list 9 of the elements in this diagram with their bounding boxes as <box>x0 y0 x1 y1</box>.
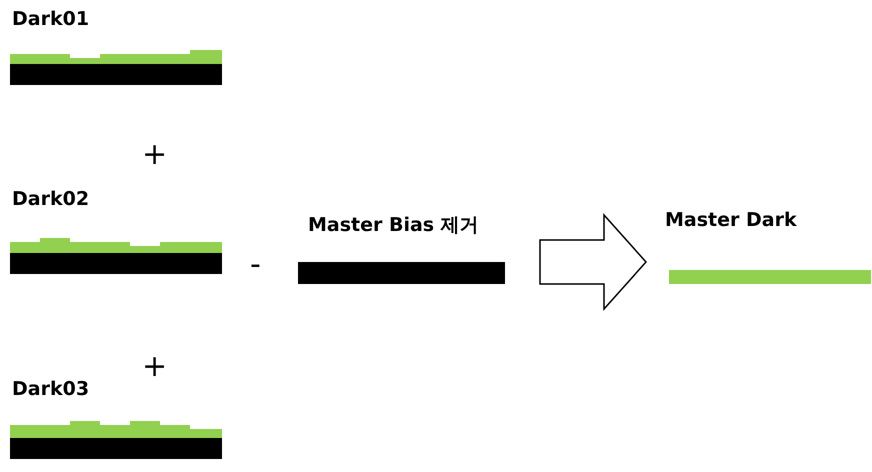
frame-label: Dark03 <box>12 378 90 400</box>
block-arrow <box>539 213 647 311</box>
frame-label: Master Dark <box>665 209 797 231</box>
frame-label: Master Bias 제거 <box>308 213 479 238</box>
frame-label: Dark02 <box>12 188 90 210</box>
operator-sign: - <box>250 250 261 280</box>
operator-sign: + <box>142 140 168 170</box>
frame-label: Dark01 <box>12 8 90 30</box>
operator-sign: + <box>142 352 168 382</box>
